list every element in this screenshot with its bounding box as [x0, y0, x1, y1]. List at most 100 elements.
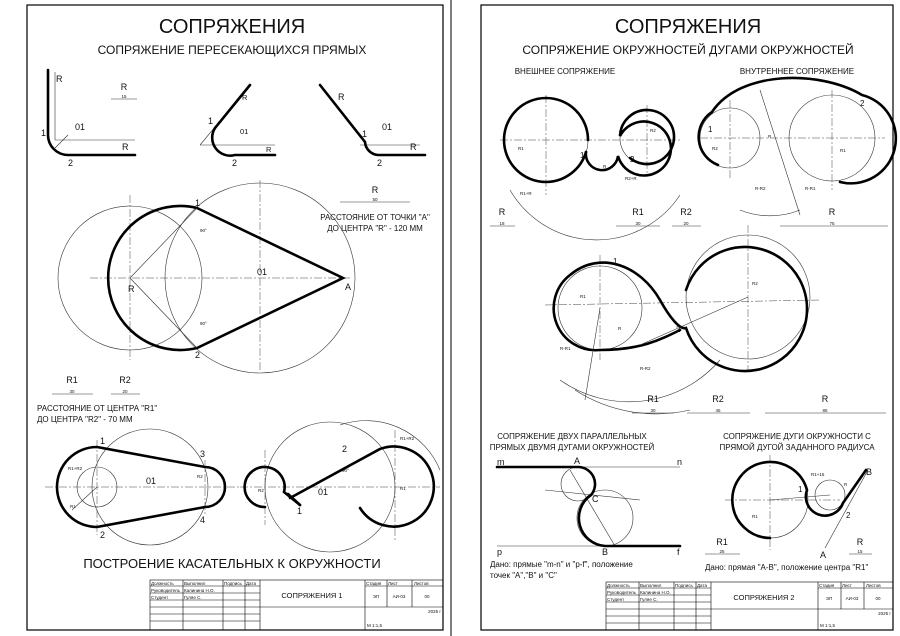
title-block-1: Должность Выполнил Подпись Дата Руководи… [149, 579, 444, 631]
svg-text:2025 г: 2025 г [428, 609, 441, 614]
svg-text:2: 2 [676, 325, 681, 334]
dimension-r1-30: R1 30 [52, 375, 93, 395]
svg-text:R1: R1 [518, 146, 524, 151]
svg-text:Выполнил: Выполнил [640, 583, 662, 588]
sheet-1: СОПРЯЖЕНИЯ СОПРЯЖЕНИЕ ПЕРЕСЕКАЮЩИХСЯ ПРЯ… [26, 0, 452, 636]
svg-text:R: R [822, 394, 829, 404]
sheet-2: СОПРЯЖЕНИЯ СОПРЯЖЕНИЕ ОКРУЖНОСТЕЙ ДУГАМИ… [480, 4, 898, 631]
svg-text:1: 1 [613, 257, 618, 266]
point-2: 2 [68, 158, 73, 168]
svg-text:АИ-03: АИ-03 [846, 596, 859, 601]
dimension-r-18: R 18 [490, 207, 515, 227]
note-distance-r1-r2: РАССТОЯНИЕ ОТ ЦЕНТРА "R1" [37, 404, 157, 413]
svg-text:R1+15: R1+15 [811, 472, 825, 477]
svg-text:2: 2 [100, 530, 105, 540]
svg-text:30: 30 [635, 221, 641, 226]
svg-text:R1: R1 [716, 537, 728, 547]
point-a: A [345, 282, 351, 292]
svg-text:R: R [338, 92, 345, 102]
svg-text:2: 2 [377, 158, 382, 168]
external-conjugation-figure: R1 R2 1 2 R1+R R2+R R [500, 95, 681, 241]
svg-text:Дата: Дата [246, 581, 256, 586]
svg-text:R-R2: R-R2 [755, 186, 766, 191]
svg-text:01: 01 [240, 127, 248, 136]
dimension-r-50: R 50 [340, 185, 410, 203]
svg-text:R: R [768, 134, 772, 139]
svg-text:2: 2 [195, 350, 200, 360]
svg-text:75: 75 [829, 221, 835, 226]
external-tangents-figure: 1 2 3 4 01 R1+R2 R1 R2 [45, 428, 240, 546]
svg-text:R-R2: R-R2 [640, 366, 651, 371]
svg-text:Выполнил: Выполнил [184, 581, 206, 586]
svg-text:25: 25 [719, 549, 725, 554]
svg-text:1: 1 [195, 198, 200, 208]
svg-text:30: 30 [650, 408, 656, 413]
svg-text:R: R [829, 207, 836, 217]
internal-tangents-figure: 2 1 01 R2 R1 R1+R2 90° [240, 420, 441, 553]
svg-text:R2+R: R2+R [625, 176, 637, 181]
parallel-section-title: СОПРЯЖЕНИЕ ДВУХ ПАРАЛЛЕЛЬНЫХ [497, 432, 647, 441]
drawing-name: СОПРЯЖЕНИЯ 1 [281, 591, 342, 600]
sheet-1-frame [26, 4, 444, 631]
svg-text:Гуляе С.: Гуляе С. [184, 595, 202, 600]
svg-text:R-R1: R-R1 [805, 186, 816, 191]
internal-conjugation-figure: R2 R1 1 2 R R-R2 R-R1 [697, 76, 898, 217]
svg-text:n: n [677, 457, 682, 467]
svg-text:01: 01 [318, 487, 328, 497]
dimension-r2-45: R2 45 [687, 394, 750, 414]
svg-text:1: 1 [362, 129, 367, 139]
dimension-r1-25: R1 25 [705, 537, 740, 555]
svg-text:p: p [497, 547, 502, 557]
parallel-lines-figure: m n p f A B C [495, 456, 682, 557]
svg-text:30: 30 [69, 389, 75, 394]
svg-text:90°: 90° [200, 321, 207, 326]
sheet-1-title: СОПРЯЖЕНИЯ [159, 16, 305, 38]
fillet-obtuse-angle: R 1 2 01 R [318, 83, 427, 168]
svg-text:90°: 90° [200, 228, 207, 233]
svg-text:1: 1 [208, 116, 213, 126]
svg-text:01: 01 [382, 122, 392, 132]
arcline-given-note: Дано: прямая "А-В", положение центра "R1… [705, 563, 868, 572]
svg-text:R: R [242, 93, 248, 102]
svg-text:R1: R1 [752, 514, 758, 519]
svg-text:R2: R2 [752, 281, 758, 286]
dimension-r-15: R 15 [111, 82, 137, 100]
svg-text:Гуляе С.: Гуляе С. [640, 597, 658, 602]
svg-text:1: 1 [798, 485, 803, 494]
svg-text:R2: R2 [197, 474, 203, 479]
svg-text:4: 4 [200, 515, 205, 525]
svg-text:m: m [497, 457, 505, 467]
dimension-r-75: R 75 [780, 207, 888, 227]
svg-text:R1+R2: R1+R2 [68, 466, 83, 471]
svg-text:R2: R2 [712, 146, 718, 151]
svg-text:01: 01 [146, 476, 156, 486]
dimension-r2-20: R2 20 [672, 207, 701, 227]
svg-text:R2: R2 [258, 488, 264, 493]
label-internal: ВНУТРЕННЕЕ СОПРЯЖЕНИЕ [740, 67, 854, 76]
svg-text:2: 2 [860, 99, 865, 108]
fillet-acute-angle: 1 2 01 R R [199, 83, 277, 168]
svg-text:2: 2 [342, 444, 347, 454]
arcline-section-title: СОПРЯЖЕНИЕ ДУГИ ОКРУЖНОСТИ С [723, 432, 871, 441]
svg-text:R: R [410, 142, 417, 152]
svg-text:R: R [618, 326, 622, 331]
svg-text:2: 2 [846, 511, 851, 520]
fillet-right-angle: R 1 2 01 R [41, 68, 137, 168]
dimension-r1-30: R1 30 [616, 207, 660, 227]
svg-text:R2: R2 [712, 394, 724, 404]
parallel-given-note: точек "А","В" и "С" [490, 571, 557, 580]
sheet-2-title: СОПРЯЖЕНИЯ [615, 16, 761, 38]
svg-text:Подпись: Подпись [675, 583, 693, 588]
title-block-2: Должность Выполнил Подпись Дата Руководи… [605, 581, 894, 631]
svg-text:1: 1 [100, 436, 105, 446]
arcline-section-title: ПРЯМОЙ ДУГОЙ ЗАДАННОГО РАДИУСА [719, 443, 875, 452]
svg-text:2025 г: 2025 г [878, 611, 891, 616]
svg-text:f: f [677, 547, 680, 557]
svg-text:Дата: Дата [697, 583, 707, 588]
svg-text:C: C [592, 494, 599, 504]
svg-text:1: 1 [297, 506, 302, 516]
svg-text:R1: R1 [647, 394, 659, 404]
svg-text:Лист: Лист [842, 583, 852, 588]
svg-text:Руководитель: Руководитель [151, 588, 181, 593]
